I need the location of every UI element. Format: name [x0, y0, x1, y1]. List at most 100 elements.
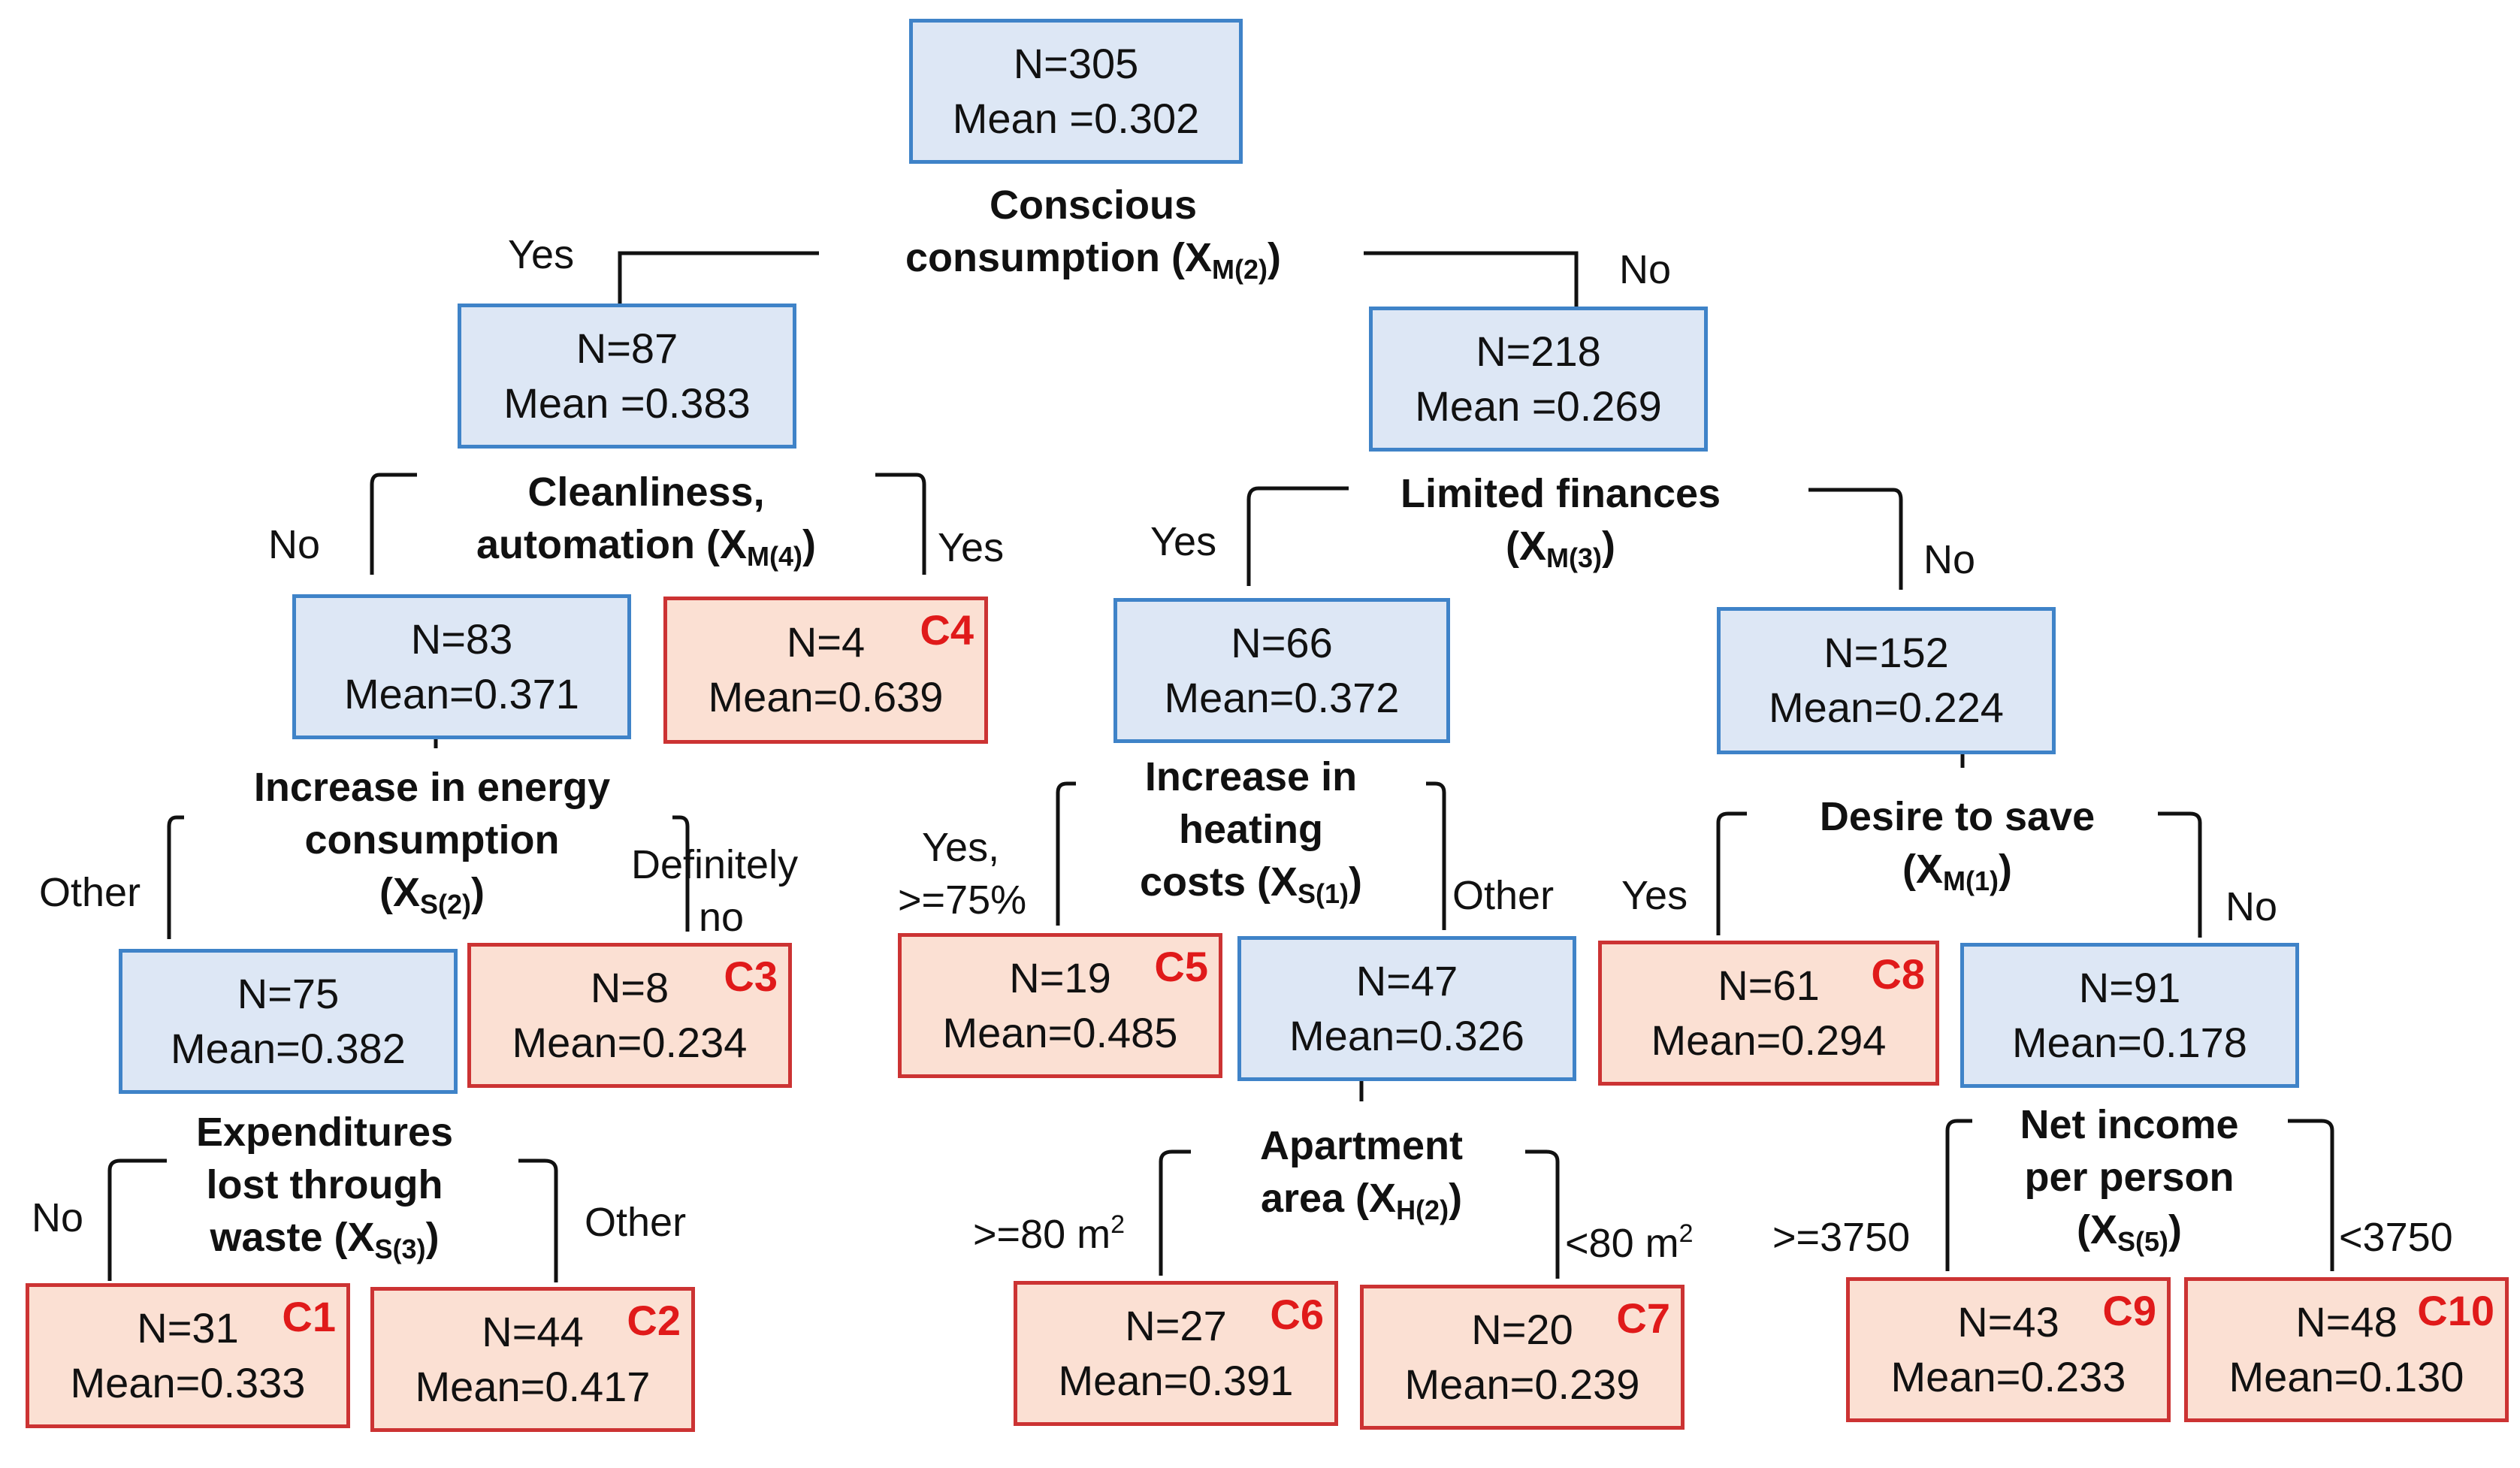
node-count: N=20 — [1471, 1305, 1573, 1353]
split-line: Cleanliness, — [527, 470, 765, 515]
split-line: area (X — [1260, 1176, 1397, 1222]
node-mean: Mean=0.233 — [1890, 1352, 2126, 1400]
split-subscript: M(4) — [747, 541, 803, 572]
node-mean: Mean=0.391 — [1058, 1356, 1294, 1404]
split-expenditures-waste: Expenditures lost through waste (XS(3)) — [196, 1106, 453, 1264]
branch-label-no: No — [268, 522, 321, 567]
split-line: Apartment — [1259, 1123, 1464, 1168]
branch-label-lt-3750: <3750 — [2339, 1215, 2453, 1260]
node-tag: C6 — [1270, 1291, 1324, 1338]
split-line: per person — [2024, 1155, 2234, 1201]
split-subscript: S(3) — [374, 1234, 426, 1265]
node-no-conscious: N=218 Mean =0.269 — [1369, 307, 1708, 452]
branch-label-yes: Yes — [1150, 519, 1217, 564]
connector-income-gte — [1945, 1119, 1972, 1271]
node-tag: C8 — [1871, 950, 1925, 998]
split-line: consumption — [304, 817, 560, 863]
node-count: N=19 — [1009, 953, 1111, 1001]
split-net-income: Net income per person (XS(5)) — [2020, 1098, 2238, 1257]
node-mean: Mean=0.485 — [942, 1008, 1178, 1056]
node-yes-conscious: N=87 Mean =0.383 — [458, 304, 796, 449]
split-line: Conscious — [989, 183, 1198, 228]
split-conscious-consumption: Conscious consumption (XM(2)) — [905, 179, 1281, 284]
split-limited-finances: Limited finances (XM(3)) — [1401, 467, 1721, 572]
branch-label-definitely-no: Definitely no — [631, 838, 798, 944]
split-line: Increase in energy — [253, 765, 611, 810]
node-tag: C10 — [2417, 1287, 2494, 1334]
split-subscript: M(3) — [1546, 542, 1602, 574]
node-mean: Mean=0.382 — [171, 1024, 406, 1072]
branch-label-no: No — [32, 1195, 84, 1240]
branch-label-other: Other — [585, 1200, 687, 1245]
branch-superscript: 2 — [1678, 1219, 1694, 1248]
node-count: N=75 — [237, 969, 340, 1017]
split-line: Expenditures — [195, 1110, 454, 1155]
split-line: (X — [1902, 847, 1943, 893]
node-no-cleanliness: N=83 Mean=0.371 — [292, 594, 631, 739]
node-count: N=61 — [1718, 961, 1820, 1009]
branch-label-no: No — [1619, 247, 1672, 292]
connector-heating-yes — [1056, 781, 1076, 926]
split-close: ) — [1268, 235, 1281, 281]
branch-line: >=75% — [898, 877, 1027, 923]
split-line: lost through — [206, 1162, 443, 1208]
node-terminal-c6: C6 N=27 Mean=0.391 — [1014, 1281, 1338, 1426]
node-count: N=47 — [1355, 956, 1458, 1004]
split-line: costs (X — [1139, 859, 1298, 905]
branch-label-no: No — [2225, 884, 2278, 929]
node-mean: Mean =0.269 — [1415, 382, 1662, 430]
node-terminal-c8: C8 N=61 Mean=0.294 — [1598, 941, 1939, 1086]
node-count: N=8 — [590, 963, 669, 1011]
branch-line: Yes, — [922, 825, 1000, 870]
node-terminal-c5: C5 N=19 Mean=0.485 — [898, 933, 1222, 1078]
split-subscript: H(2) — [1396, 1195, 1449, 1226]
split-close: ) — [425, 1215, 440, 1261]
node-tag: C9 — [2102, 1287, 2156, 1334]
node-count: N=218 — [1476, 327, 1601, 375]
connector-conscious-no — [1364, 251, 1579, 307]
split-close: ) — [1602, 524, 1615, 569]
node-tag: C4 — [920, 606, 974, 654]
connector-waste-no — [107, 1158, 167, 1281]
split-desire-to-save: Desire to save (XM(1)) — [1820, 790, 2095, 896]
node-mean: Mean=0.130 — [2228, 1352, 2464, 1400]
branch-text: <80 m — [1565, 1221, 1679, 1266]
split-line: consumption (X — [905, 235, 1212, 281]
node-count: N=152 — [1824, 629, 1949, 677]
split-subscript: S(5) — [2117, 1226, 2169, 1258]
node-terminal-c4: C4 N=4 Mean=0.639 — [663, 597, 988, 744]
split-cleanliness-automation: Cleanliness, automation (XM(4)) — [476, 466, 816, 571]
node-count: N=31 — [137, 1303, 239, 1352]
split-close: ) — [1999, 847, 2012, 893]
node-tag: C1 — [282, 1293, 336, 1340]
split-close: ) — [1449, 1176, 1463, 1222]
connector-energy-defno — [672, 815, 690, 932]
split-apartment-area: Apartment area (XH(2)) — [1260, 1119, 1463, 1225]
node-terminal-c3: C3 N=8 Mean=0.234 — [467, 943, 792, 1088]
node-other-heating: N=47 Mean=0.326 — [1237, 936, 1576, 1081]
split-line: Desire to save — [1819, 794, 2095, 839]
branch-label-lt-80: <80 m2 — [1565, 1217, 1694, 1270]
connector-finances-yes — [1246, 486, 1349, 586]
node-count: N=66 — [1231, 618, 1333, 666]
split-line: (X — [379, 870, 420, 916]
split-close: ) — [2168, 1207, 2182, 1253]
split-line: heating — [1178, 807, 1324, 853]
node-mean: Mean=0.294 — [1651, 1016, 1887, 1064]
branch-line: no — [699, 895, 745, 941]
split-subscript: M(2) — [1212, 254, 1268, 285]
node-mean: Mean=0.417 — [415, 1362, 651, 1410]
node-count: N=48 — [2295, 1297, 2398, 1346]
connector-save-no — [2158, 811, 2202, 938]
node-mean: Mean=0.178 — [2012, 1018, 2247, 1066]
split-line: (X — [1506, 524, 1546, 569]
node-terminal-c2: C2 N=44 Mean=0.417 — [370, 1287, 695, 1432]
split-line: automation (X — [476, 522, 748, 568]
connector-waste-other — [518, 1158, 558, 1282]
node-count: N=27 — [1125, 1301, 1227, 1349]
split-line: Limited finances — [1400, 471, 1721, 516]
node-mean: Mean=0.371 — [344, 669, 579, 717]
branch-label-gte-80: >=80 m2 — [973, 1208, 1125, 1261]
node-terminal-c10: C10 N=48 Mean=0.130 — [2184, 1277, 2509, 1422]
